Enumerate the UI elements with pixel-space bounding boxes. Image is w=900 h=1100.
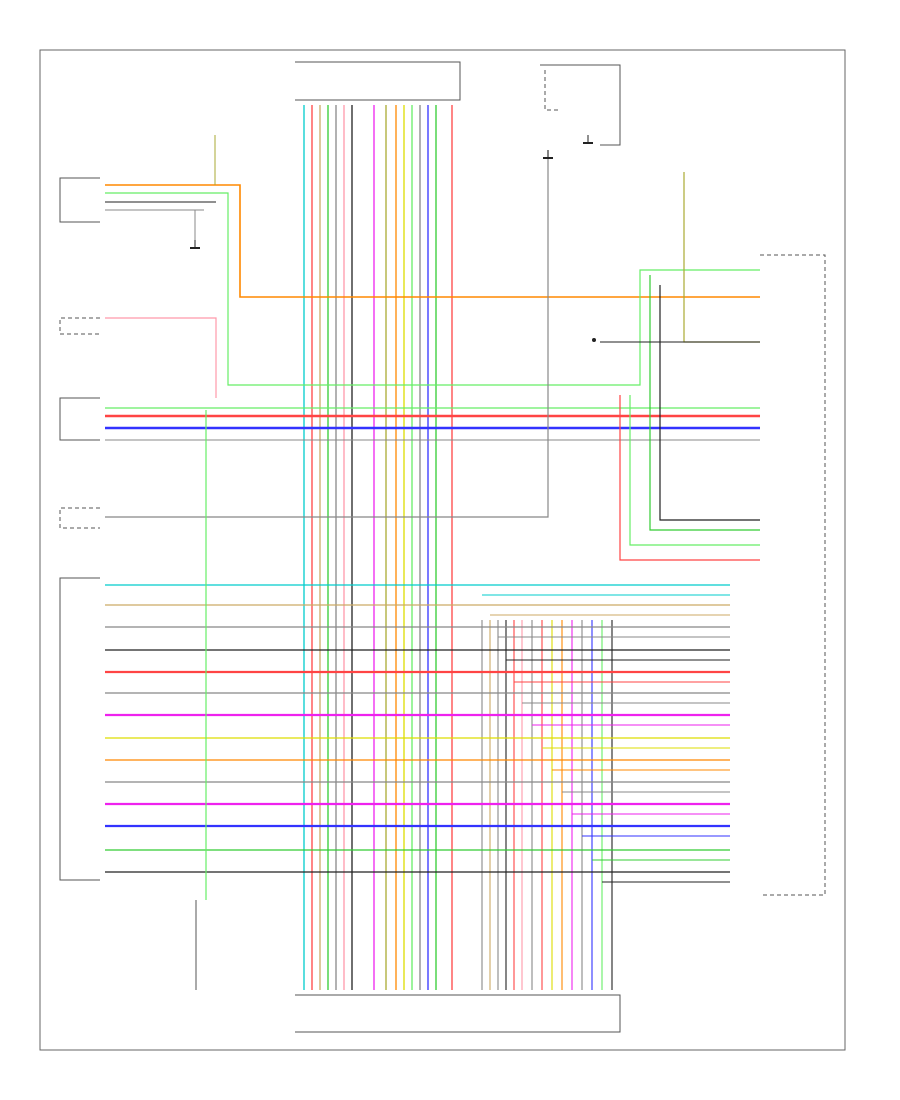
left-module-1 bbox=[59, 177, 100, 223]
upper-right-module bbox=[540, 64, 621, 146]
wires bbox=[105, 105, 760, 990]
top-connector bbox=[295, 61, 461, 101]
left-module-5 bbox=[59, 577, 100, 881]
wire bbox=[619, 395, 760, 561]
right-module bbox=[760, 254, 826, 896]
ground-icon bbox=[190, 240, 200, 249]
ground-icon bbox=[583, 135, 593, 144]
wire bbox=[105, 150, 549, 518]
left-module-3 bbox=[59, 397, 100, 441]
left-module-4 bbox=[59, 507, 100, 529]
wire bbox=[105, 209, 204, 240]
diagram-frame bbox=[39, 49, 846, 1051]
upper-right-module-inner bbox=[544, 70, 560, 111]
wire bbox=[629, 395, 760, 546]
ground-icon bbox=[592, 338, 596, 342]
wire bbox=[683, 172, 760, 343]
wire bbox=[659, 285, 760, 521]
wire bbox=[105, 184, 760, 298]
bottom-connector bbox=[295, 994, 621, 1033]
wire bbox=[649, 275, 760, 531]
ground-symbols bbox=[190, 135, 596, 342]
ground-icon bbox=[543, 150, 553, 159]
components bbox=[59, 61, 826, 1033]
wire bbox=[105, 192, 760, 386]
wire bbox=[105, 317, 217, 398]
left-module-2 bbox=[59, 317, 100, 335]
